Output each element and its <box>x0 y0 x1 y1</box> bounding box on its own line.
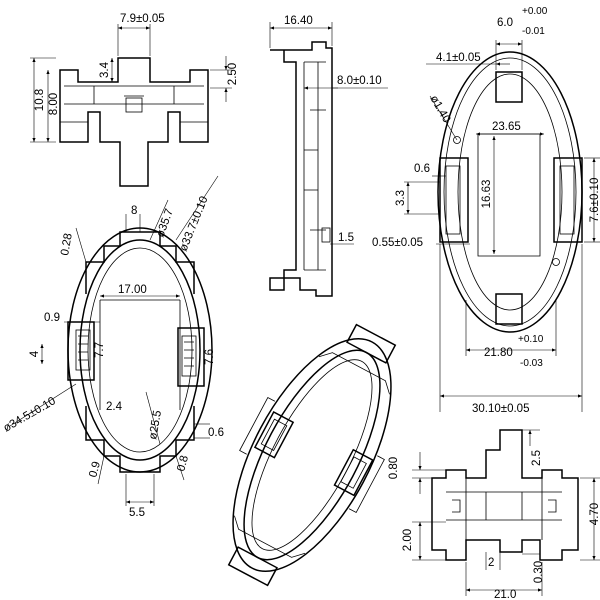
top-elevation-view: 7.9±0.05 3.4 10.8 8.00 2.50 <box>30 13 239 187</box>
dim-bottom-tol-plus: +0.00 <box>522 6 548 17</box>
dim-profile-h1: 0.80 <box>388 457 400 479</box>
dim-bottom-tol2-plus: +0.10 <box>518 334 544 345</box>
dim-profile-mid: 2 <box>488 557 494 569</box>
dim-front-tab: 0.9 <box>44 312 60 324</box>
isometric-view <box>227 323 397 587</box>
dim-bottom-tol2-minus: -0.03 <box>520 358 543 369</box>
dim-bottom-overall: 30.10±0.05 <box>472 403 529 415</box>
dim-front-gap-small: 0.28 <box>59 232 75 256</box>
dim-tab-height: 3.4 <box>99 61 111 78</box>
dim-front-edge-right: 0.6 <box>208 427 224 439</box>
dim-side-offset: 8.0±0.10 <box>337 75 382 87</box>
dim-front-slot: 4 <box>29 350 41 357</box>
dim-bottom-pitch2: 21.80 <box>484 347 513 359</box>
dim-front-dia-base: ø34.5±0.10 <box>2 395 58 434</box>
front-view: 8 ø35.7 ø33.7±0.10 0.28 17.00 0.9 4 7.7 … <box>2 175 224 519</box>
dim-profile-total: 4.70 <box>589 503 600 525</box>
dim-body-height: 8.00 <box>48 93 60 115</box>
dim-profile-clear: 0.30 <box>533 561 545 583</box>
dim-profile-h2: 2.5 <box>531 450 543 466</box>
dim-bottom-tol-minus: -0.01 <box>522 26 545 37</box>
dim-front-edge-bl: 0.9 <box>87 460 103 479</box>
dim-bottom-hole: ø1.40 <box>427 94 452 125</box>
side-view: 16.40 8.0±0.10 1.5 <box>269 15 388 297</box>
dim-front-edge-br: 0.8 <box>175 454 191 473</box>
dim-total-height: 10.8 <box>34 89 46 111</box>
dim-profile-h3: 2.00 <box>402 529 414 551</box>
dim-side-foot: 1.5 <box>338 232 354 244</box>
dim-bottom-center: 16.63 <box>481 180 493 209</box>
dim-front-span: 17.00 <box>118 284 147 296</box>
dim-top-width: 7.9±0.05 <box>120 13 165 25</box>
dim-front-dia-ring: ø33.7±0.10 <box>178 195 211 253</box>
dim-right-height: 2.50 <box>227 63 239 85</box>
dim-profile-length: 21.0 <box>494 589 516 600</box>
bottom-view: +0.00 6.0 -0.01 4.1±0.05 ø1.40 23.65 0.6… <box>372 6 600 415</box>
dim-front-inner: 2.4 <box>106 401 123 413</box>
dim-front-dia-inner: ø25.5 <box>147 409 164 440</box>
dim-bottom-right-pad: 7.6±0.10 <box>589 178 600 223</box>
dim-front-bottom-width: 5.5 <box>129 507 145 519</box>
dim-side-length: 16.40 <box>284 15 313 27</box>
dim-front-contact-left: 7.7 <box>94 342 106 358</box>
dim-bottom-pad-w: 0.6 <box>414 163 430 175</box>
dim-bottom-pad-gap: 0.55±0.05 <box>372 237 423 249</box>
dim-bottom-tab-offset: 4.1±0.05 <box>436 52 481 64</box>
dim-front-gap-top: 8 <box>131 205 137 217</box>
profile-view: 0.80 2.5 2.00 4.70 2 0.30 21.0 <box>388 429 600 600</box>
dim-bottom-pitch: 23.65 <box>492 121 521 133</box>
dim-bottom-pad-h: 3.3 <box>395 190 407 206</box>
dim-bottom-nominal: 6.0 <box>497 17 513 29</box>
dim-front-contact-right: 7.6 <box>204 349 216 365</box>
